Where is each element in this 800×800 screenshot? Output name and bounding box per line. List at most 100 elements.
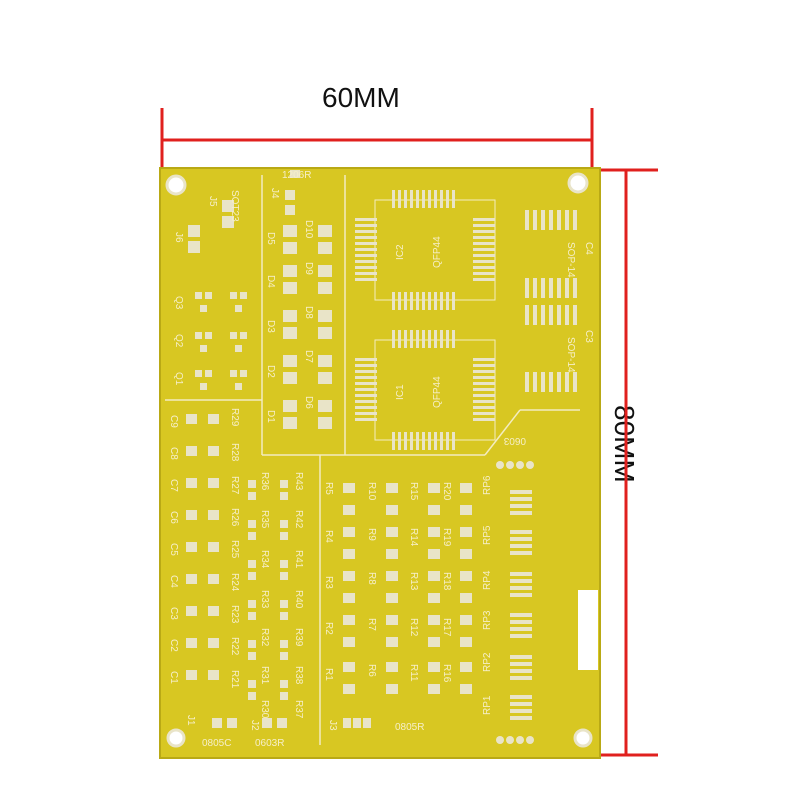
j2-label: J2 — [249, 720, 260, 731]
ic2-package-label: QFP44 — [432, 236, 443, 268]
resistor-label: R16 — [441, 664, 452, 683]
ic2-label: IC2 — [395, 244, 406, 260]
resistor-pack-footprints — [496, 461, 598, 744]
transistor-label: Q2 — [173, 334, 184, 348]
capacitor-footprints — [186, 414, 219, 680]
resistor-label: R35 — [259, 510, 270, 529]
diode-label: D6 — [303, 396, 314, 409]
resistor-pack-label: RP6 — [482, 475, 493, 495]
diode-label: D3 — [265, 320, 276, 333]
resistor-pack-labels: RP6 RP5 RP4 RP3 RP2 RP1 — [482, 475, 493, 715]
resistor-label: R1 — [323, 668, 334, 681]
resistor-label: R13 — [408, 572, 419, 591]
resistor-label: R4 — [323, 530, 334, 543]
resistor-grid-footprints — [343, 483, 472, 694]
diode-label: D5 — [265, 232, 276, 245]
resistor-pack-label: RP5 — [482, 525, 493, 545]
resistor-label: R33 — [259, 590, 270, 609]
capacitor-label: C9 — [168, 415, 179, 428]
j5-label: J5 — [207, 196, 218, 207]
ic2-qfp44-footprint: IC2 QFP44 — [355, 190, 496, 310]
resistor-pack-label: RP3 — [482, 610, 493, 630]
resistor-label: R32 — [259, 628, 270, 647]
diode-label: D8 — [303, 306, 314, 319]
resistor-label: R37 — [293, 700, 304, 719]
ic1-label: IC1 — [395, 384, 406, 400]
sot23-label: SOT23 — [229, 190, 240, 222]
resistor-label: R43 — [293, 472, 304, 491]
capacitor-label: C5 — [168, 543, 179, 556]
resistor-label: R26 — [229, 508, 240, 527]
diode-label: D10 — [303, 220, 314, 239]
resistor-label: R39 — [293, 628, 304, 647]
diode-label: D9 — [303, 262, 314, 275]
ic1-qfp44-footprint: IC1 QFP44 — [355, 330, 496, 450]
label-0805c: 0805C — [202, 738, 231, 749]
resistor-label: R29 — [229, 408, 240, 427]
resistor-label: R23 — [229, 605, 240, 624]
resistor-label: R9 — [366, 528, 377, 541]
resistor-pack-label: RP2 — [482, 652, 493, 672]
resistor-label: R28 — [229, 443, 240, 462]
transistor-label: Q1 — [173, 372, 184, 386]
top-left-footprints — [188, 170, 300, 253]
resistor-label: R31 — [259, 666, 270, 685]
resistor-label: R11 — [408, 664, 419, 682]
resistor-label: R5 — [323, 482, 334, 495]
resistor-small-footprints — [248, 480, 288, 700]
resistor-label: R2 — [323, 622, 334, 635]
j1-label: J1 — [185, 715, 196, 726]
diode-label: D4 — [265, 275, 276, 288]
transistor-footprints — [195, 292, 247, 390]
resistor-col3-labels: R43 R42 R41 R40 R39 R38 R37 — [293, 472, 304, 719]
label-0805r: 0805R — [395, 722, 424, 733]
resistor-label: R19 — [441, 528, 452, 547]
bottom-connectors — [212, 718, 371, 728]
resistor-label: R34 — [259, 550, 270, 569]
j6-label: J6 — [173, 232, 184, 243]
resistor-label: R8 — [366, 572, 377, 585]
diode-label: D1 — [265, 410, 276, 423]
resistor-label: R22 — [229, 637, 240, 656]
diode-label: D7 — [303, 350, 314, 363]
dimension-lines — [160, 108, 658, 757]
resistor-label: R15 — [408, 482, 419, 501]
resistor-label: R6 — [366, 664, 377, 677]
resistor-pack-label: RP1 — [482, 695, 493, 715]
resistor-label: R24 — [229, 573, 240, 592]
capacitor-label: C4 — [168, 575, 179, 588]
j4-label: J4 — [269, 188, 280, 199]
capacitor-label: C3 — [168, 607, 179, 620]
resistor-label: R21 — [229, 670, 240, 689]
label-1206r: 1206R — [282, 170, 311, 181]
label-0603r: 0603R — [255, 738, 284, 749]
resistor-label: R18 — [441, 572, 452, 591]
silk-dividers — [165, 175, 580, 745]
ic1-package-label: QFP44 — [432, 376, 443, 408]
resistor-grid-labels: R5 R10 R15 R20 R4 R9 R14 R19 R3 R8 R13 R… — [323, 482, 452, 683]
resistor-label: R30 — [259, 700, 270, 719]
resistor-label: R7 — [366, 618, 377, 631]
resistor-label: R20 — [441, 482, 452, 501]
resistor-label: R42 — [293, 510, 304, 529]
capacitor-label: C1 — [168, 671, 179, 684]
resistor-label: R3 — [323, 576, 334, 589]
resistor-label: R41 — [293, 550, 304, 569]
diode-footprints — [283, 225, 332, 429]
sop14-label-bottom: SOP-14 — [565, 337, 576, 373]
resistor-label: R17 — [441, 618, 452, 637]
resistor-label: R36 — [259, 472, 270, 491]
sop14-label-top: SOP-14 — [565, 242, 576, 278]
capacitor-labels: C9 C8 C7 C6 C5 C4 C3 C2 C1 — [168, 415, 179, 684]
capacitor-label: C6 — [168, 511, 179, 524]
resistor-pack-label: RP4 — [482, 570, 493, 590]
resistor-label: R25 — [229, 540, 240, 559]
pcb-board — [159, 167, 601, 759]
resistor-label: R14 — [408, 528, 419, 547]
resistor-col2-labels: R36 R35 R34 R33 R32 R31 R30 — [259, 472, 270, 719]
resistor-label: R12 — [408, 618, 419, 637]
resistor-label: R27 — [229, 476, 240, 495]
width-dimension-label: 60MM — [322, 82, 400, 113]
resistor-label: R38 — [293, 666, 304, 685]
